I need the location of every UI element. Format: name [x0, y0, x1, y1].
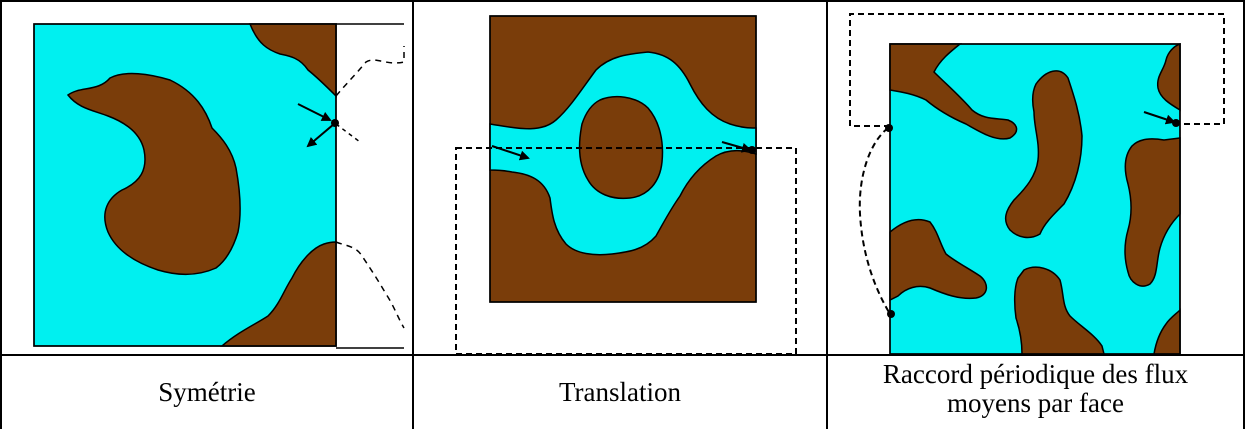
- periodic-left-bottom-point: [887, 310, 895, 318]
- caption-symmetry-text: Symétrie: [158, 378, 255, 407]
- caption-symmetry: Symétrie: [2, 356, 412, 429]
- caption-translation: Translation: [414, 356, 826, 429]
- periodic-dashed-connector: [860, 128, 890, 314]
- caption-periodic-line2: moyens par face: [947, 389, 1124, 418]
- periodic-left-top-point: [885, 124, 893, 132]
- symmetry-diagram: [34, 24, 404, 348]
- symmetry-mirror-boundary: [336, 24, 404, 348]
- periodic-diagram: [850, 14, 1224, 354]
- symmetry-mirror-dashed-top: [336, 46, 404, 96]
- translation-outlet-point: [748, 146, 756, 154]
- caption-periodic-line1: Raccord périodique des flux: [883, 360, 1188, 389]
- symmetry-mirror-dashed-bottom: [336, 242, 404, 328]
- translation-diagram: [456, 16, 796, 354]
- symmetry-contact-point: [331, 119, 339, 127]
- periodic-right-point: [1172, 119, 1180, 127]
- caption-translation-text: Translation: [559, 378, 681, 407]
- caption-periodic: Raccord périodique des flux moyens par f…: [828, 356, 1243, 429]
- symmetry-dashed-continuation: [336, 124, 360, 142]
